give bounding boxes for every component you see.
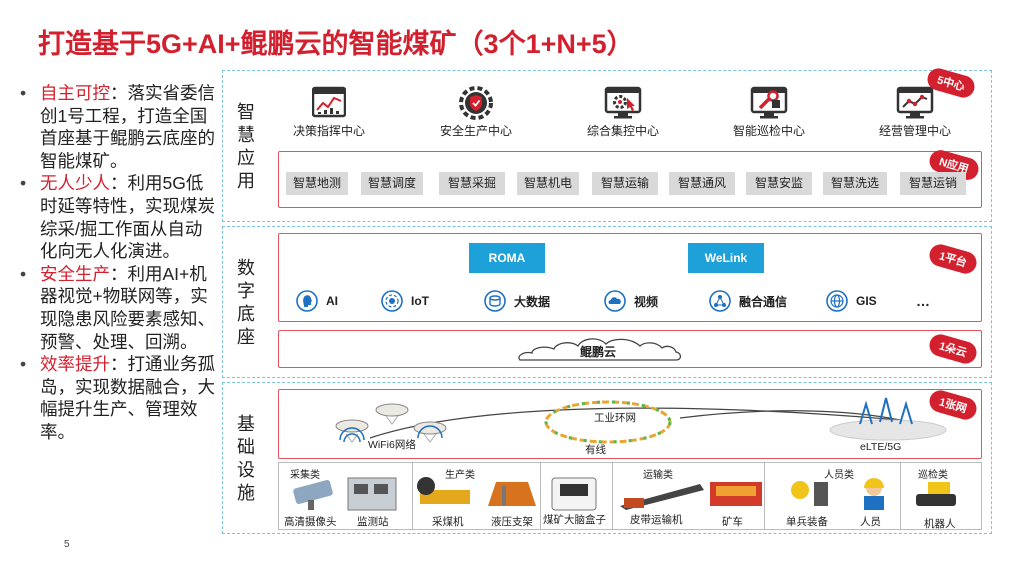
device-label: 人员 (860, 514, 881, 529)
device-images (280, 476, 980, 512)
video-cloud-icon (604, 290, 626, 312)
bullet-keyword: 效率提升 (40, 354, 110, 374)
bullet-item: 效率提升：打通业务孤岛，实现数据融合，大幅提升生产、管理效率。 (16, 353, 216, 443)
app-tile[interactable]: 智慧安监 (746, 172, 812, 195)
bullet-keyword: 无人少人 (40, 173, 110, 193)
shield-gear-icon (459, 86, 493, 120)
center-label: 智能巡检中心 (714, 122, 824, 139)
bullet-keyword: 自主可控 (40, 83, 110, 103)
device-label: 采煤机 (432, 514, 464, 529)
capability-video[interactable]: 视频 (604, 290, 658, 312)
more-capabilities: … (916, 293, 930, 309)
capability-label: 融合通信 (739, 293, 787, 310)
capability-gis[interactable]: GIS (826, 290, 877, 312)
app-tile[interactable]: 智慧调度 (361, 172, 423, 195)
center-label: 综合集控中心 (568, 122, 678, 139)
wifi-label: WiFi6网络 (368, 437, 416, 452)
app-tile[interactable]: 智慧采掘 (439, 172, 505, 195)
capability-converged-comm[interactable]: 融合通信 (709, 290, 787, 312)
bullet-keyword: 安全生产 (40, 264, 110, 284)
monitor-gear-icon (604, 86, 642, 120)
bullet-item: 自主可控：落实省委信创1号工程，打造全国首座基于鲲鹏云底座的智能煤矿。 (16, 82, 216, 172)
cloud-label: 鲲鹏云 (580, 343, 616, 360)
wired-label: 有线 (585, 442, 606, 457)
monitor-wrench-icon (750, 86, 788, 120)
capability-label: GIS (856, 294, 877, 308)
lte-5g-label: eLTE/5G (860, 441, 901, 453)
center-label: 经营管理中心 (860, 122, 970, 139)
page-number: 5 (64, 539, 70, 550)
device-label: 单兵装备 (786, 514, 828, 529)
big-data-icon (484, 290, 506, 312)
device-label: 矿车 (722, 514, 743, 529)
center-decision[interactable]: 决策指挥中心 (274, 86, 384, 139)
welink-tag[interactable]: WeLink (688, 243, 764, 273)
app-tile[interactable]: 智慧运输 (592, 172, 658, 195)
layer-label-app: 智慧应用 (233, 101, 259, 193)
device-label: 机器人 (924, 516, 956, 531)
center-label: 决策指挥中心 (274, 122, 384, 139)
capability-ai[interactable]: AI (296, 290, 338, 312)
gis-globe-icon (826, 290, 848, 312)
capability-big-data[interactable]: 大数据 (484, 290, 550, 312)
device-label: 监测站 (357, 514, 389, 529)
layer-label-infra: 基础设施 (233, 413, 259, 505)
device-label: 皮带运输机 (630, 512, 683, 527)
center-inspection[interactable]: 智能巡检中心 (714, 86, 824, 139)
capability-label: AI (326, 294, 338, 308)
layer-label-digital: 数字底座 (233, 257, 259, 349)
bullet-item: 安全生产：利用AI+机器视觉+物联网等，实现隐患风险要素感知、预警、处理、回溯。 (16, 263, 216, 353)
capability-iot[interactable]: IoT (381, 290, 429, 312)
app-tile[interactable]: 智慧机电 (517, 172, 579, 195)
device-label: 高清摄像头 (284, 514, 337, 529)
app-tile[interactable]: 智慧洗选 (823, 172, 887, 195)
bullet-list: 自主可控：落实省委信创1号工程，打造全国首座基于鲲鹏云底座的智能煤矿。 无人少人… (16, 82, 216, 444)
converged-comm-icon (709, 290, 731, 312)
app-tile[interactable]: 智慧通风 (669, 172, 735, 195)
ring-network-label: 工业环网 (594, 410, 636, 425)
monitor-trend-icon (896, 86, 934, 120)
center-label: 安全生产中心 (421, 122, 531, 139)
device-label: 煤矿大脑盒子 (543, 512, 606, 527)
bullet-item: 无人少人：利用5G低时延等特性，实现煤炭综采/掘工作面从自动化向无人化演进。 (16, 172, 216, 262)
center-integrated-control[interactable]: 综合集控中心 (568, 86, 678, 139)
device-label: 液压支架 (491, 514, 533, 529)
capability-label: IoT (411, 294, 429, 308)
dashboard-chart-icon (312, 86, 346, 120)
app-tile[interactable]: 智慧运销 (900, 172, 966, 195)
capability-label: 大数据 (514, 293, 550, 310)
capability-label: 视频 (634, 293, 658, 310)
roma-tag[interactable]: ROMA (469, 243, 545, 273)
page-title: 打造基于5G+AI+鲲鹏云的智能煤矿（3个1+N+5） (38, 22, 634, 61)
app-tile[interactable]: 智慧地测 (286, 172, 348, 195)
ai-head-icon (296, 290, 318, 312)
iot-icon (381, 290, 403, 312)
center-safety[interactable]: 安全生产中心 (421, 86, 531, 139)
